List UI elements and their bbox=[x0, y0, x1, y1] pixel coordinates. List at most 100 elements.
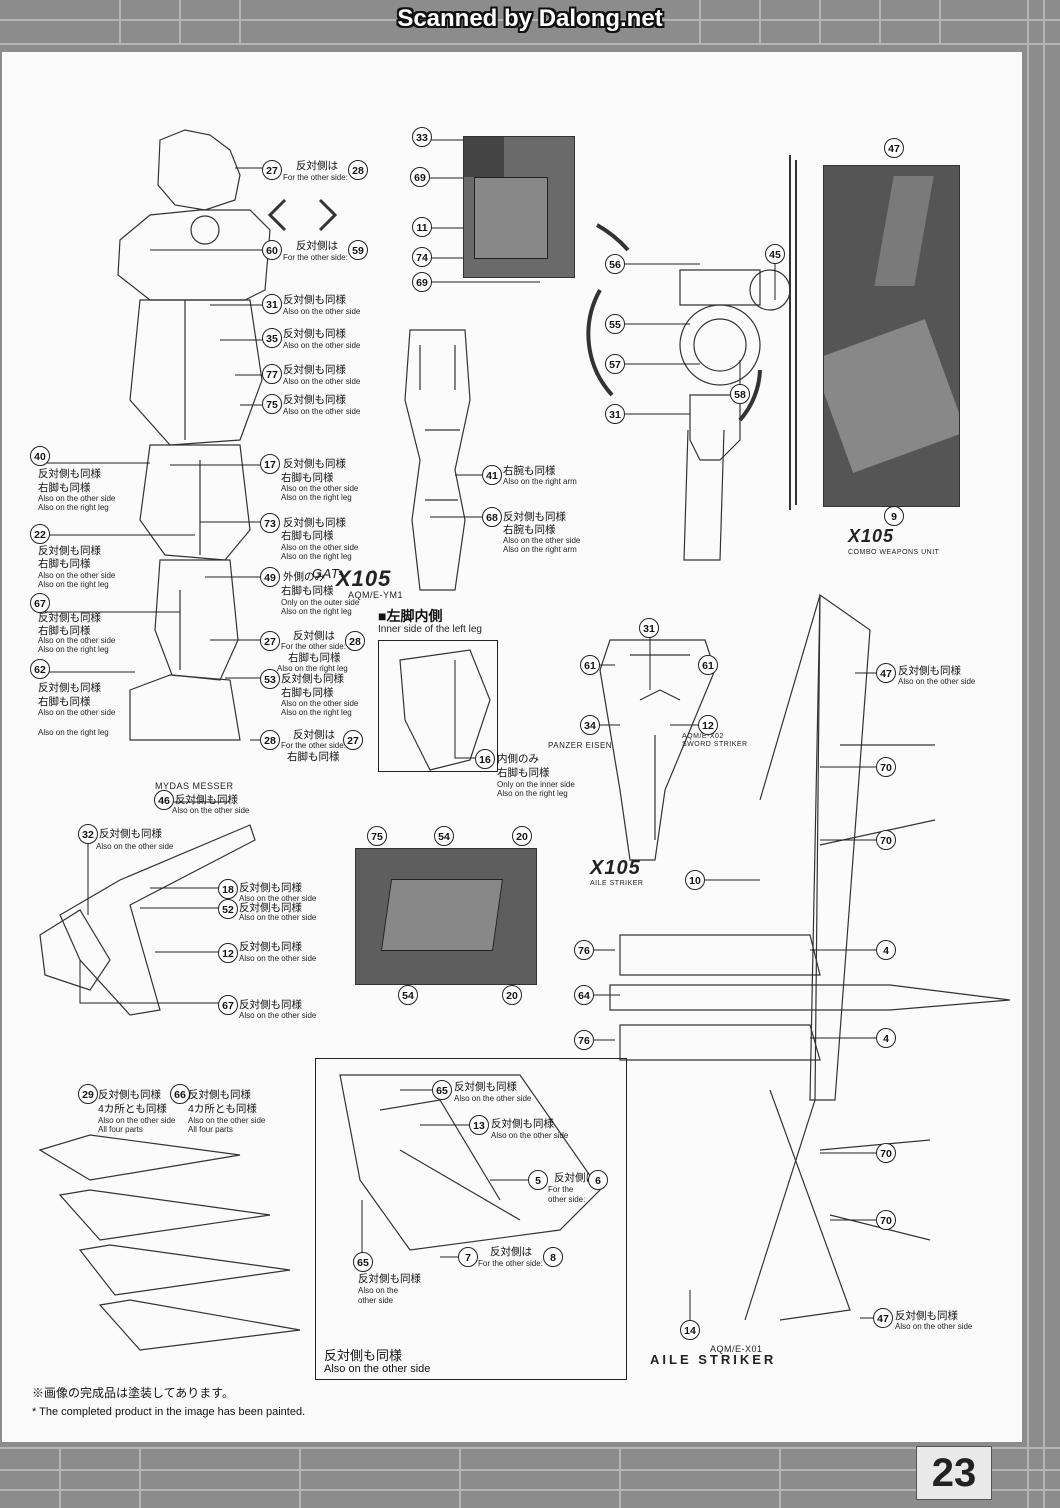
part-number-badge: 20 bbox=[512, 826, 532, 846]
callout-en: All four parts bbox=[98, 1125, 143, 1134]
callout-en: Also on the other side bbox=[38, 571, 116, 580]
callout-en: Also on the other side bbox=[239, 913, 317, 922]
footnote-en: * The completed product in the image has… bbox=[32, 1406, 306, 1418]
gat-label: GAT- bbox=[312, 566, 343, 581]
callout-jp: 反対側も同様 bbox=[895, 1310, 958, 1322]
gundam-head-outline bbox=[157, 129, 241, 211]
callout-en: Also on the right leg bbox=[38, 503, 109, 512]
callout-jp: 反対側も同様 bbox=[188, 1089, 251, 1101]
arm-outline bbox=[404, 329, 471, 591]
part-number-badge: 12 bbox=[218, 943, 238, 963]
aqm-ex02-label: AQM/E-X02 bbox=[682, 733, 724, 740]
callout-jp: 右腕も同様 bbox=[503, 524, 556, 536]
bottom-box-note-en: Also on the other side bbox=[324, 1363, 431, 1375]
callout-jp: 反対側も同様 bbox=[283, 394, 346, 406]
x105-aile-logo: X105 bbox=[590, 857, 641, 879]
part-number-badge: 70 bbox=[876, 830, 896, 850]
callout-jp: 反対側は bbox=[293, 729, 335, 741]
part-number-badge: 33 bbox=[412, 127, 432, 147]
callout-en: Also on the other side bbox=[895, 1322, 973, 1331]
part-number-badge: 76 bbox=[574, 940, 594, 960]
callout-jp: 反対側も同様 bbox=[38, 682, 101, 694]
callout-jp: 反対側も同様 bbox=[239, 882, 302, 894]
callout-en: Also on the other side bbox=[491, 1131, 569, 1140]
part-number-badge: 57 bbox=[605, 354, 625, 374]
part-number-badge: 18 bbox=[218, 879, 238, 899]
callout-jp: 反対側は bbox=[296, 240, 338, 252]
callout-en: Also on the other side bbox=[898, 677, 976, 686]
callout-jp: 反対側も同様 bbox=[38, 612, 101, 624]
callout-en: Also on the right arm bbox=[503, 545, 577, 554]
callout-jp: 反対側は bbox=[293, 630, 335, 642]
part-number-badge: 28 bbox=[348, 160, 368, 180]
part-number-badge: 32 bbox=[78, 824, 98, 844]
shoulder-round-part bbox=[679, 304, 761, 386]
callout-en: Also on the right leg bbox=[38, 580, 109, 589]
callout-jp: 右脚も同様 bbox=[281, 585, 334, 597]
part-number-badge: 69 bbox=[410, 167, 430, 187]
part-number-badge: 56 bbox=[605, 254, 625, 274]
part-number-badge: 58 bbox=[730, 384, 750, 404]
part-number-badge: 4 bbox=[876, 1028, 896, 1048]
callout-jp: 反対側も同様 bbox=[281, 673, 344, 685]
aile-bottom-box bbox=[315, 1058, 627, 1380]
callout-jp: 右脚も同様 bbox=[38, 625, 91, 637]
callout-en: Also on the right leg bbox=[38, 728, 109, 737]
callout-en: Also on the other side bbox=[281, 484, 359, 493]
callout-en: Also on the other side bbox=[283, 377, 361, 386]
left-leg-box-title: ■左脚内側 bbox=[378, 608, 443, 624]
part-number-badge: 70 bbox=[876, 1143, 896, 1163]
part-number-badge: 12 bbox=[698, 715, 718, 735]
part-number-badge: 34 bbox=[580, 715, 600, 735]
callout-en: Also on the right leg bbox=[281, 708, 352, 717]
callout-jp: 右腕も同様 bbox=[503, 465, 556, 477]
callout-en: Also on the other side bbox=[38, 636, 116, 645]
part-number-badge: 28 bbox=[345, 631, 365, 651]
callout-jp: 右脚も同様 bbox=[497, 767, 550, 779]
part-number-badge: 64 bbox=[574, 985, 594, 1005]
part-number-badge: 47 bbox=[876, 663, 896, 683]
part-number-badge: 27 bbox=[343, 730, 363, 750]
part-number-badge: 31 bbox=[605, 404, 625, 424]
panzer-eisen-label: PANZER EISEN bbox=[548, 741, 613, 750]
footnote-jp: ※画像の完成品は塗装してあります。 bbox=[32, 1386, 235, 1400]
callout-jp: 右脚も同様 bbox=[38, 558, 91, 570]
part-number-badge: 52 bbox=[218, 899, 238, 919]
callout-jp: 反対側も同様 bbox=[38, 468, 101, 480]
part-number-badge: 70 bbox=[876, 1210, 896, 1230]
part-number-badge: 47 bbox=[884, 138, 904, 158]
callout-jp: 反対側も同様 bbox=[98, 1089, 161, 1101]
part-number-badge: 54 bbox=[434, 826, 454, 846]
part-number-badge: 35 bbox=[262, 328, 282, 348]
callout-en: Also on the other side bbox=[281, 543, 359, 552]
part-number-badge: 60 bbox=[262, 240, 282, 260]
callout-en: Also on the other side bbox=[188, 1116, 266, 1125]
photo-inset-shoulder bbox=[355, 848, 537, 985]
part-number-badge: 62 bbox=[30, 659, 50, 679]
callout-en: Also on the other side bbox=[283, 307, 361, 316]
part-number-badge: 59 bbox=[348, 240, 368, 260]
part-number-badge: 28 bbox=[260, 730, 280, 750]
callout-jp: 4カ所とも同様 bbox=[98, 1103, 167, 1115]
part-number-badge: 27 bbox=[260, 631, 280, 651]
callout-en: Also on the other side bbox=[239, 954, 317, 963]
x105-small-logo: X105 bbox=[848, 526, 895, 546]
aile-striker-wing bbox=[809, 593, 871, 1101]
callout-jp: 反対側も同様 bbox=[358, 1273, 421, 1285]
part-number-badge: 16 bbox=[475, 749, 495, 769]
callout-jp: 4カ所とも同様 bbox=[188, 1103, 257, 1115]
part-number-badge: 9 bbox=[884, 506, 904, 526]
aqm-ym1-label: AQM/E-YM1 bbox=[348, 590, 404, 600]
part-number-badge: 65 bbox=[432, 1080, 452, 1100]
callout-en: Also on the other side bbox=[38, 708, 116, 717]
part-number-badge: 22 bbox=[30, 524, 50, 544]
part-number-badge: 76 bbox=[574, 1030, 594, 1050]
part-number-badge: 69 bbox=[412, 272, 432, 292]
mydas-messer-knife bbox=[59, 824, 256, 1016]
bottom-box-note-jp: 反対側も同様 bbox=[324, 1348, 403, 1363]
callout-en: All four parts bbox=[188, 1125, 233, 1134]
part-number-badge: 20 bbox=[502, 985, 522, 1005]
callout-jp: 反対側も同様 bbox=[99, 828, 162, 840]
callout-en: Also on the other side bbox=[239, 1011, 317, 1020]
part-number-badge: 54 bbox=[398, 985, 418, 1005]
